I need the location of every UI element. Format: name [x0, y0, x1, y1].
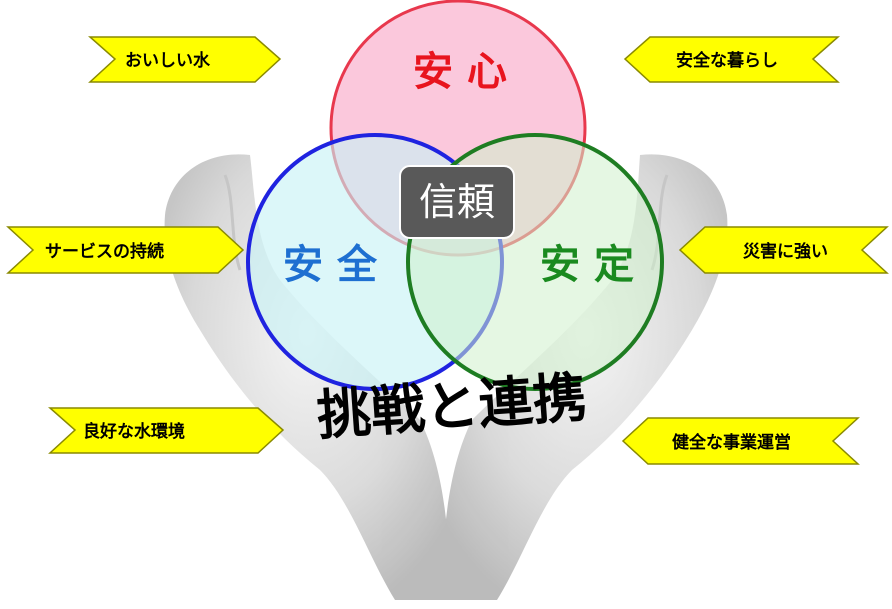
- circle-label-anzen: 安 全: [283, 242, 378, 288]
- arrow-label-left-1: おいしい水: [125, 50, 211, 71]
- arrow-label-left-2: サービスの持続: [45, 241, 164, 262]
- arrow-right-3: [621, 417, 860, 465]
- arrow-left-1: [88, 36, 282, 83]
- arrow-right-2: [678, 226, 889, 274]
- arrow-left-2: [6, 226, 245, 274]
- arrow-label-right-3: 健全な事業運営: [672, 432, 791, 453]
- center-box: [399, 165, 515, 239]
- center-label: 信頼: [419, 180, 495, 224]
- circle-label-anshin: 安 心: [413, 49, 507, 95]
- circle-label-antei: 安 定: [540, 242, 634, 288]
- arrow-label-right-1: 安全な暮らし: [676, 50, 778, 71]
- arrow-label-left-3: 良好な水環境: [83, 421, 185, 442]
- arrow-right-1: [623, 36, 840, 83]
- arrow-label-right-2: 災害に強い: [743, 241, 828, 262]
- arrow-left-3: [48, 407, 285, 454]
